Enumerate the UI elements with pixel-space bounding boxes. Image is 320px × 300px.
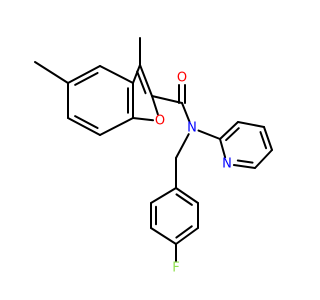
double-bond-Py2-Py3	[219, 121, 239, 140]
atom-label-n-amide: N	[187, 121, 197, 136]
atom-label-f: F	[172, 261, 179, 276]
single-bond-O1-C7a	[132, 117, 155, 122]
molecule-structure-diagram: O N N O F	[34, 37, 273, 276]
atom-label-o-carbonyl: O	[177, 71, 187, 86]
bond-layer	[34, 37, 273, 262]
single-bond-Py5-Py6	[254, 149, 273, 169]
single-bond-Ar6-Ar1	[150, 187, 177, 204]
single-bond-Py3-Py4	[237, 121, 265, 128]
single-bond-Nam-Py2	[197, 129, 221, 140]
double-bond-Ar1-Ar2	[175, 187, 199, 204]
double-bond-C7-C6-inner	[74, 115, 99, 130]
single-bond-C2-Cc	[151, 95, 183, 104]
double-bond-Py2-Py3-inner	[225, 127, 240, 142]
atom-label-layer: O N N O F	[155, 71, 232, 276]
single-bond-Ar4-Ar5	[150, 227, 177, 245]
single-bond-Cc-Nam	[181, 102, 191, 123]
double-bond-Py4-Py5	[263, 126, 273, 151]
double-bond-Py6-Npy-inner	[236, 159, 254, 164]
single-bond-C4-C3a	[99, 65, 134, 84]
double-bond-C5-C4-inner	[74, 71, 99, 86]
double-bond-C5-C4	[67, 65, 101, 84]
atom-label-n-pyridine: N	[222, 157, 232, 172]
single-bond-C7a-C7	[99, 117, 134, 136]
atom-label-o-furan: O	[155, 114, 165, 129]
single-bond-C2-O1	[151, 95, 159, 116]
double-bond-Py6-Npy	[232, 163, 256, 169]
double-bond-Ar3-Ar4	[175, 227, 199, 245]
double-bond-C3-C2-inner	[136, 70, 147, 95]
double-bond-C7-C6	[67, 117, 101, 136]
single-bond-C3a-C3	[132, 64, 141, 84]
double-bond-Ar3-Ar4-inner	[175, 225, 193, 239]
single-bond-Npy-Py2	[219, 138, 227, 159]
double-bond-C3-C2	[139, 64, 153, 97]
double-bond-Py4-Py5-inner	[259, 131, 268, 150]
double-bond-Ar1-Ar2-inner	[175, 193, 193, 206]
single-bond-Nam-CH2	[175, 133, 190, 159]
single-bond-me5-C5	[34, 61, 69, 84]
